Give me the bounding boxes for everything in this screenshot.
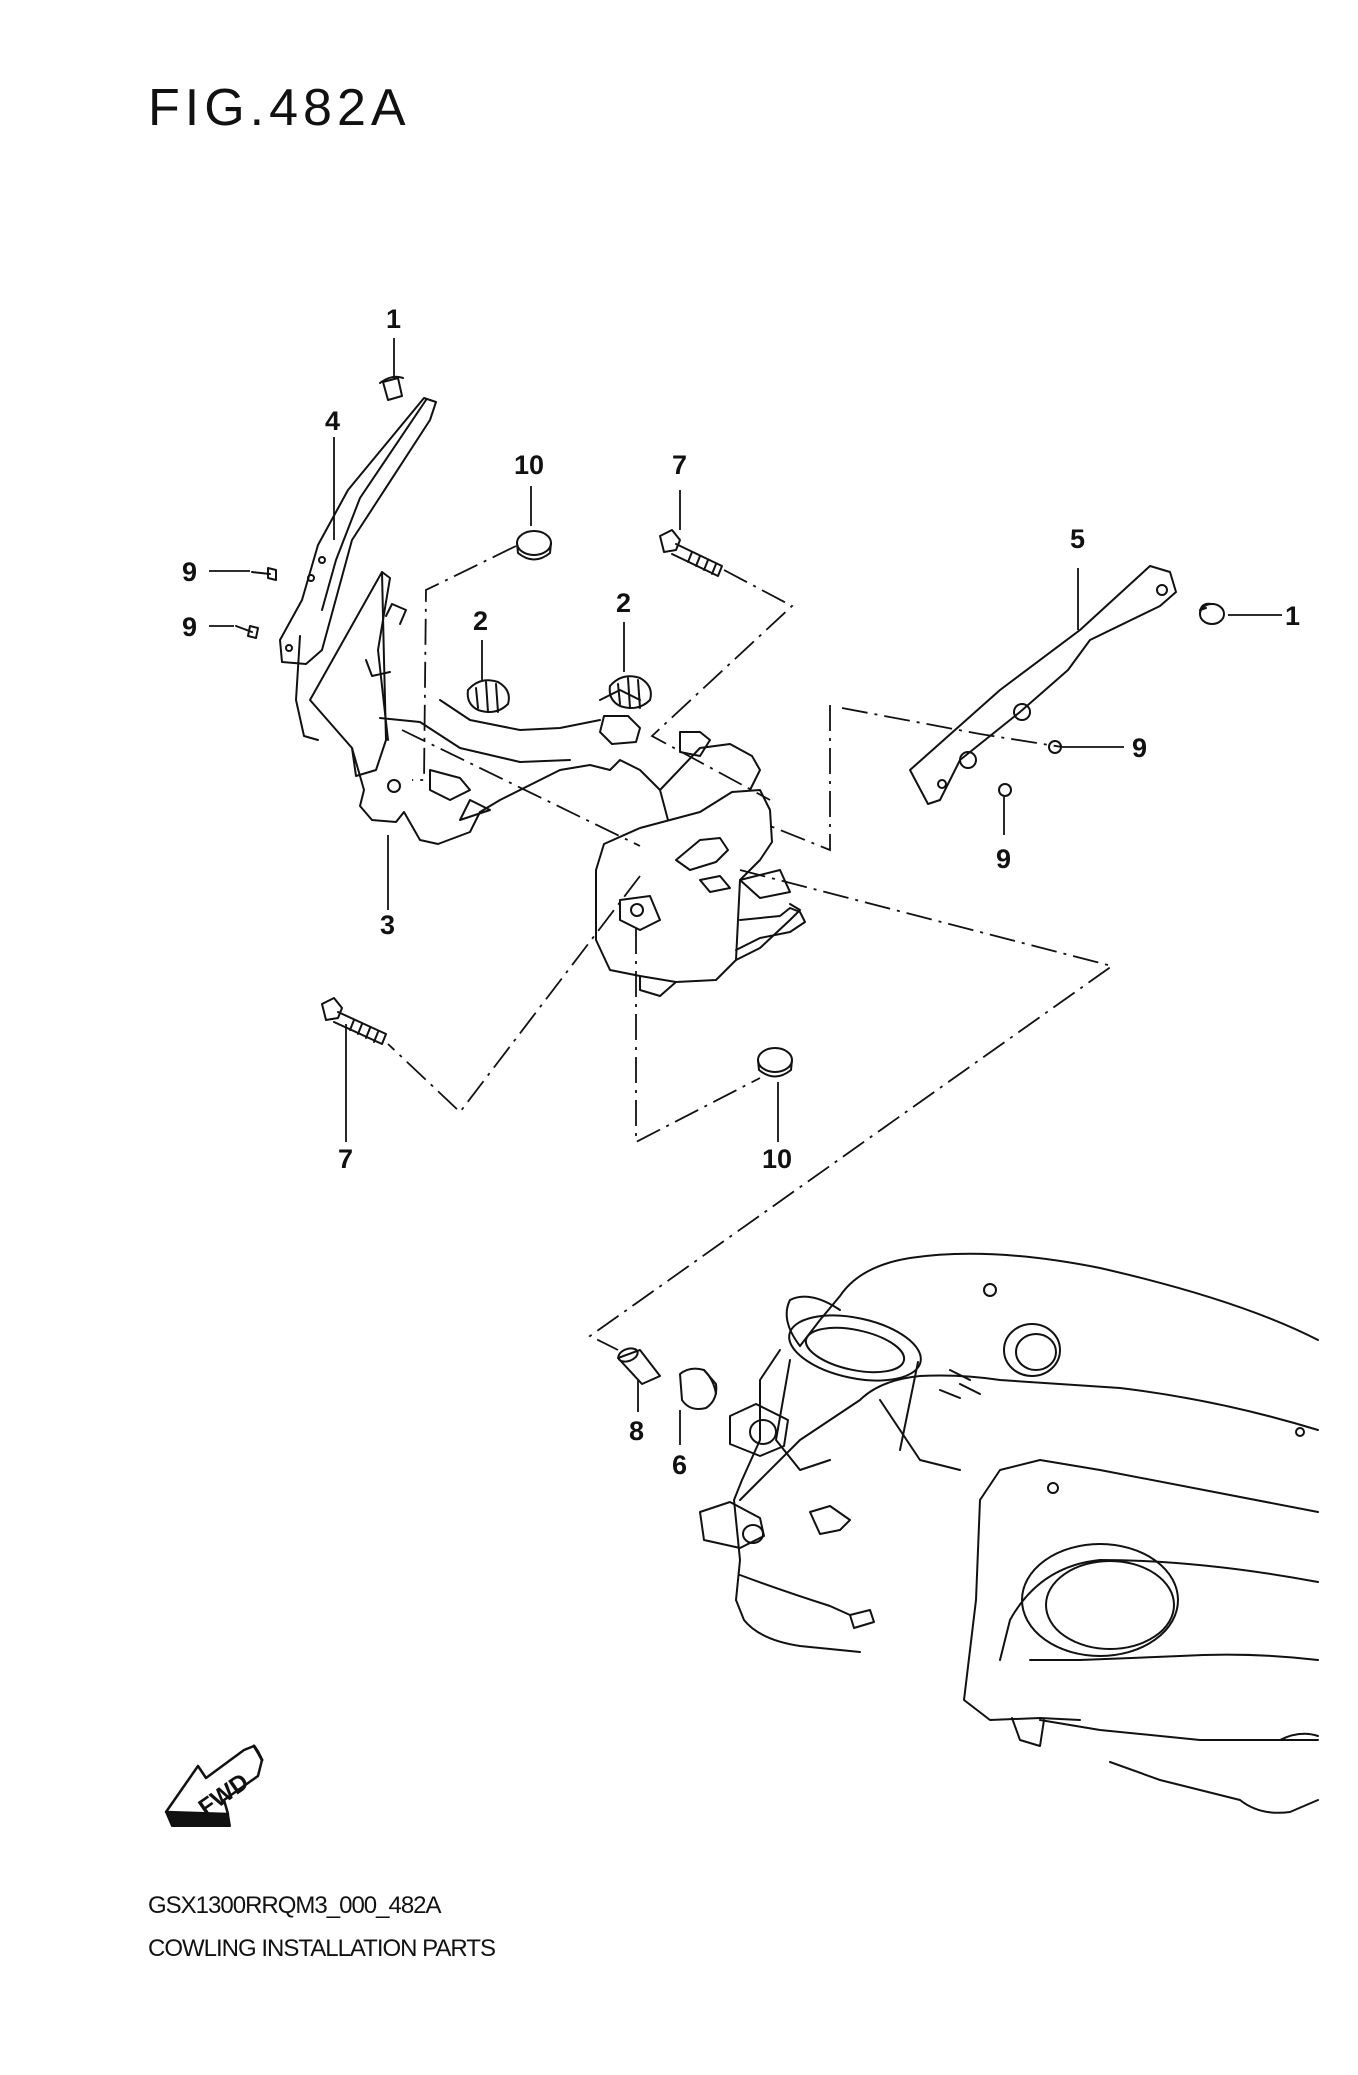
callout-7-bottom: 7 [338,1144,353,1174]
callout-9-left-a: 9 [182,557,197,587]
callout-9-left-b: 9 [182,612,197,642]
figure-caption: COWLING INSTALLATION PARTS [148,1935,496,1962]
callout-1-top: 1 [386,304,401,334]
callout-10-bottom: 10 [762,1144,792,1174]
part-10-grommet-top [516,530,552,561]
callout-1-right: 1 [1285,601,1300,631]
part-4-bracket-strip [279,397,437,665]
part-9-screw-left-b [235,625,259,639]
part-3-main-bracket [295,571,806,997]
callout-7-top: 7 [672,450,687,480]
callout-6: 6 [672,1450,687,1480]
figure-code: GSX1300RRQM3_000_482A [148,1892,442,1919]
part-7-bolt-bottom [321,997,387,1045]
callout-labels: 1 4 10 7 5 1 9 9 2 2 9 9 3 7 10 8 6 FWD [182,304,1300,1822]
part-2-grommet-right [608,675,652,709]
callout-8: 8 [629,1416,644,1446]
part-8-sleeve [617,1347,661,1385]
callout-3: 3 [380,910,395,940]
part-1-pin-top [379,375,404,401]
part-1-rivet-right [1199,602,1225,625]
figure-title: FIG.482A [148,79,411,137]
callout-9-right-b: 9 [996,844,1011,874]
part-9-screw-left-a [251,567,277,581]
callout-4: 4 [325,406,340,436]
part-5-bracket-right [909,565,1177,805]
callout-10-top: 10 [514,450,544,480]
callout-9-right-a: 9 [1132,733,1147,763]
part-9-rivet-right-b [998,783,1012,797]
motorcycle-frame [699,1252,1319,1814]
part-6-cushion [679,1367,718,1410]
fwd-badge [164,1744,264,1827]
callout-2-left: 2 [473,606,488,636]
assembly-lines [387,545,1115,1351]
callout-2-right: 2 [616,588,631,618]
part-7-bolt-top [659,529,723,577]
part-10-grommet-bottom [757,1047,793,1078]
part-2-grommet-left [466,679,510,713]
callout-5: 5 [1070,524,1085,554]
leader-lines [209,338,1282,1445]
